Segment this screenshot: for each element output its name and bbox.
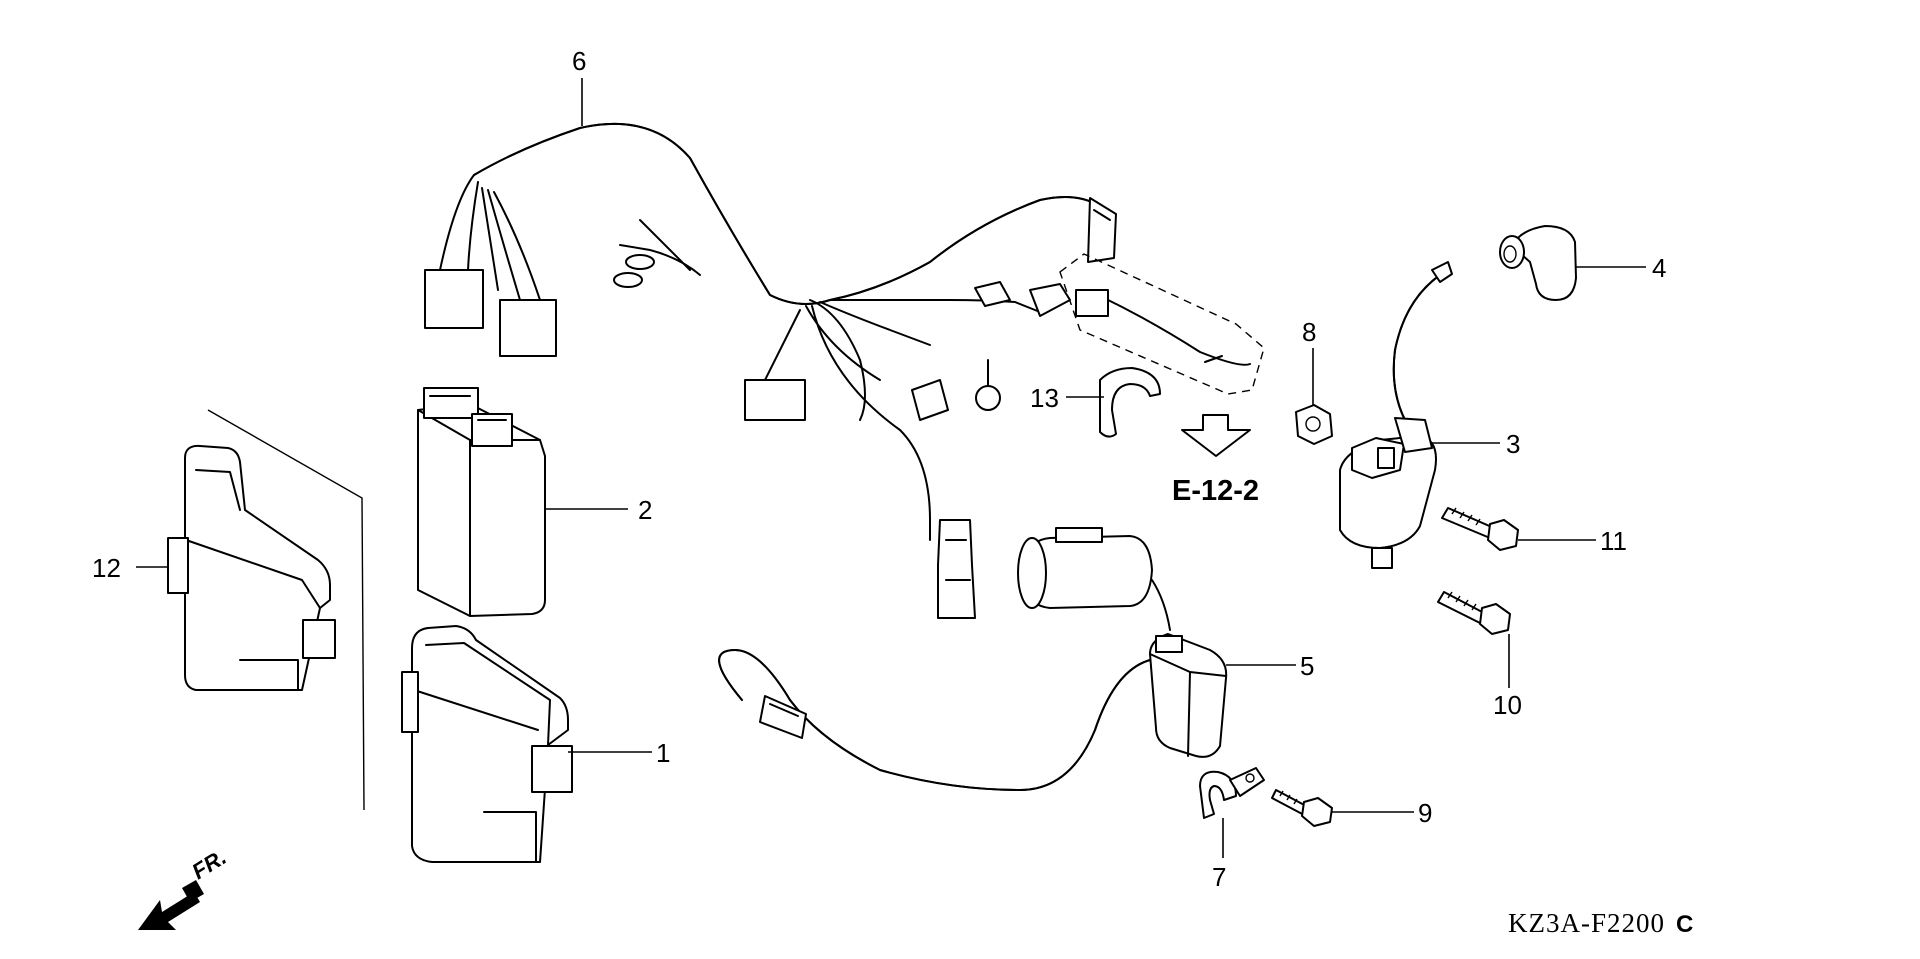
- part-5-capacitor: [718, 527, 1228, 791]
- callout-13: 13: [1030, 383, 1059, 413]
- diagram-reference-code: KZ3A-F2200: [1508, 908, 1665, 938]
- callout-11: 11: [1600, 526, 1627, 556]
- callout-6: 6: [572, 46, 586, 76]
- part-8-nut: [1295, 404, 1333, 445]
- part-7-clamp: [1199, 767, 1265, 819]
- part-12-holder: [167, 444, 336, 691]
- frame-outline: [207, 409, 365, 811]
- callouts: 6 2 1 3 4 5 7 8 9 10 11 12 13: [92, 46, 1666, 892]
- callout-4: 4: [1652, 253, 1666, 283]
- callout-5: 5: [1300, 651, 1314, 681]
- front-direction-arrow: FR.: [138, 844, 231, 930]
- cross-reference-arrow: [1181, 414, 1251, 457]
- part-6-harness: [424, 122, 1117, 619]
- callout-12: 12: [92, 553, 121, 583]
- front-direction-label: FR.: [187, 844, 230, 884]
- cross-reference-label: E-12-2: [1172, 475, 1259, 507]
- part-10-bolt: [1437, 591, 1511, 635]
- part-2-module: [417, 387, 546, 617]
- callout-8: 8: [1302, 317, 1316, 347]
- part-1-holder: [401, 625, 573, 863]
- callout-7: 7: [1212, 862, 1226, 892]
- callout-1: 1: [656, 738, 670, 768]
- part-9-bolt: [1271, 789, 1333, 827]
- revision-mark: C: [1676, 911, 1693, 938]
- callout-9: 9: [1418, 798, 1432, 828]
- part-13-clamp: [1059, 253, 1265, 438]
- part-11-bolt: [1441, 507, 1519, 551]
- leader-lines: [136, 78, 1646, 858]
- callout-2: 2: [638, 495, 652, 525]
- callout-3: 3: [1506, 429, 1520, 459]
- callout-10: 10: [1493, 690, 1522, 720]
- part-3-coil: [1339, 261, 1453, 569]
- part-4-cap: [1499, 225, 1577, 301]
